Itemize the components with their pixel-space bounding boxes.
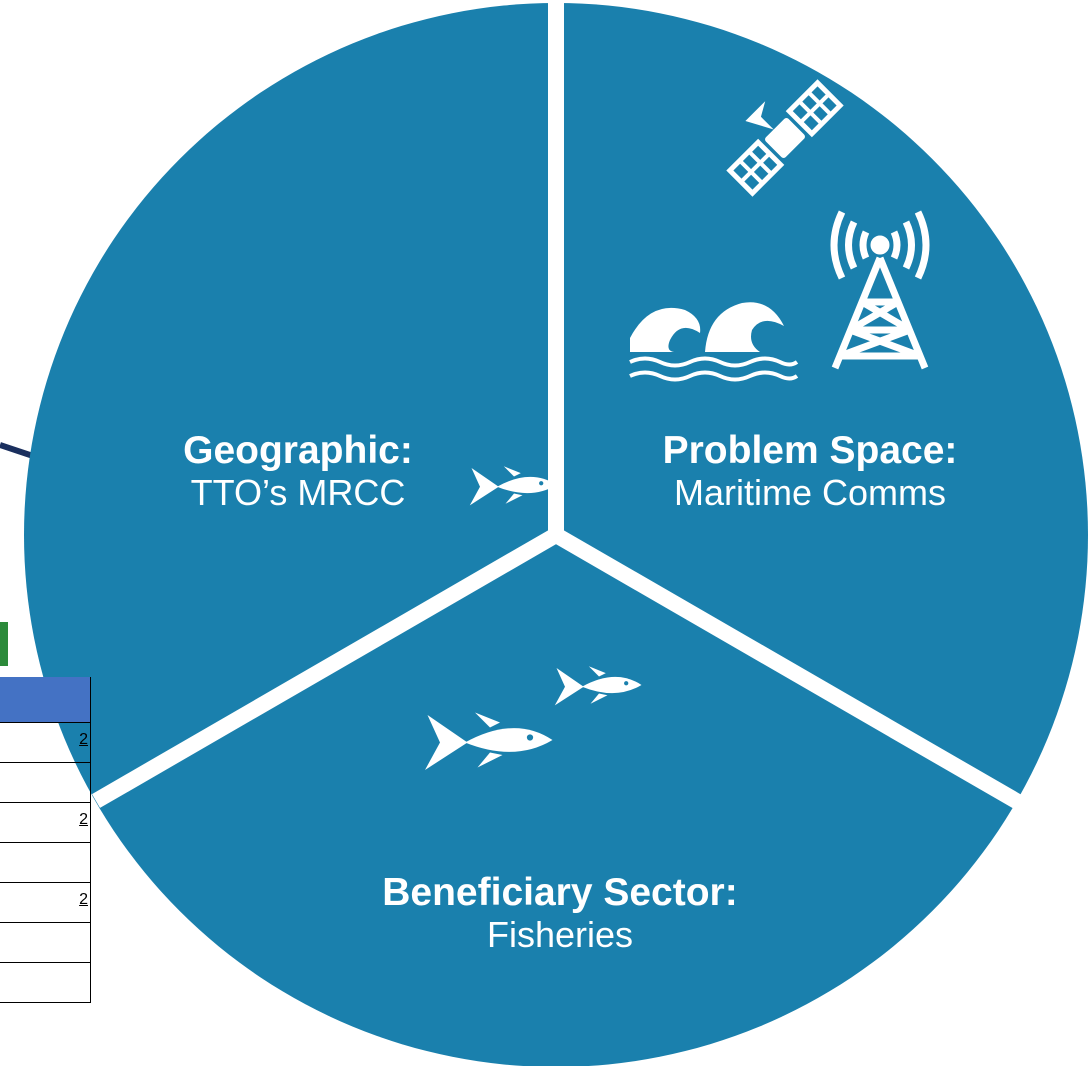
segment-geographic: Geographic: TTO’s MRCC	[98, 429, 498, 513]
segment-dividers	[91, 0, 1023, 809]
table-row	[0, 763, 90, 803]
segment-title: Geographic:	[183, 429, 413, 472]
segment-subtitle: Fisheries	[486, 913, 634, 955]
waves-icon	[629, 302, 799, 382]
segment-subtitle: TTO’s MRCC	[190, 471, 406, 513]
fish-school-icon	[425, 466, 642, 770]
table-row	[0, 923, 90, 963]
table-row: 2	[0, 803, 90, 843]
table-cell: 2	[79, 891, 88, 908]
table-cell: 2	[79, 811, 88, 828]
segment-beneficiary-sector: Beneficiary Sector: Fisheries	[300, 871, 820, 955]
segment-subtitle: Maritime Comms	[673, 471, 946, 513]
green-tab-marker	[0, 622, 8, 666]
radio-tower-icon	[830, 210, 930, 370]
table-row	[0, 843, 90, 883]
table-row: 2	[0, 883, 90, 923]
table-header	[0, 677, 90, 723]
segment-title: Problem Space:	[662, 429, 958, 472]
segment-title: Beneficiary Sector:	[382, 871, 738, 914]
segment-problem-space: Problem Space: Maritime Comms	[590, 429, 1030, 513]
table-row: 2	[0, 723, 90, 763]
table-cell: 2	[79, 731, 88, 748]
table-fragment: 2 2 2	[0, 677, 91, 1003]
table-row	[0, 963, 90, 1003]
